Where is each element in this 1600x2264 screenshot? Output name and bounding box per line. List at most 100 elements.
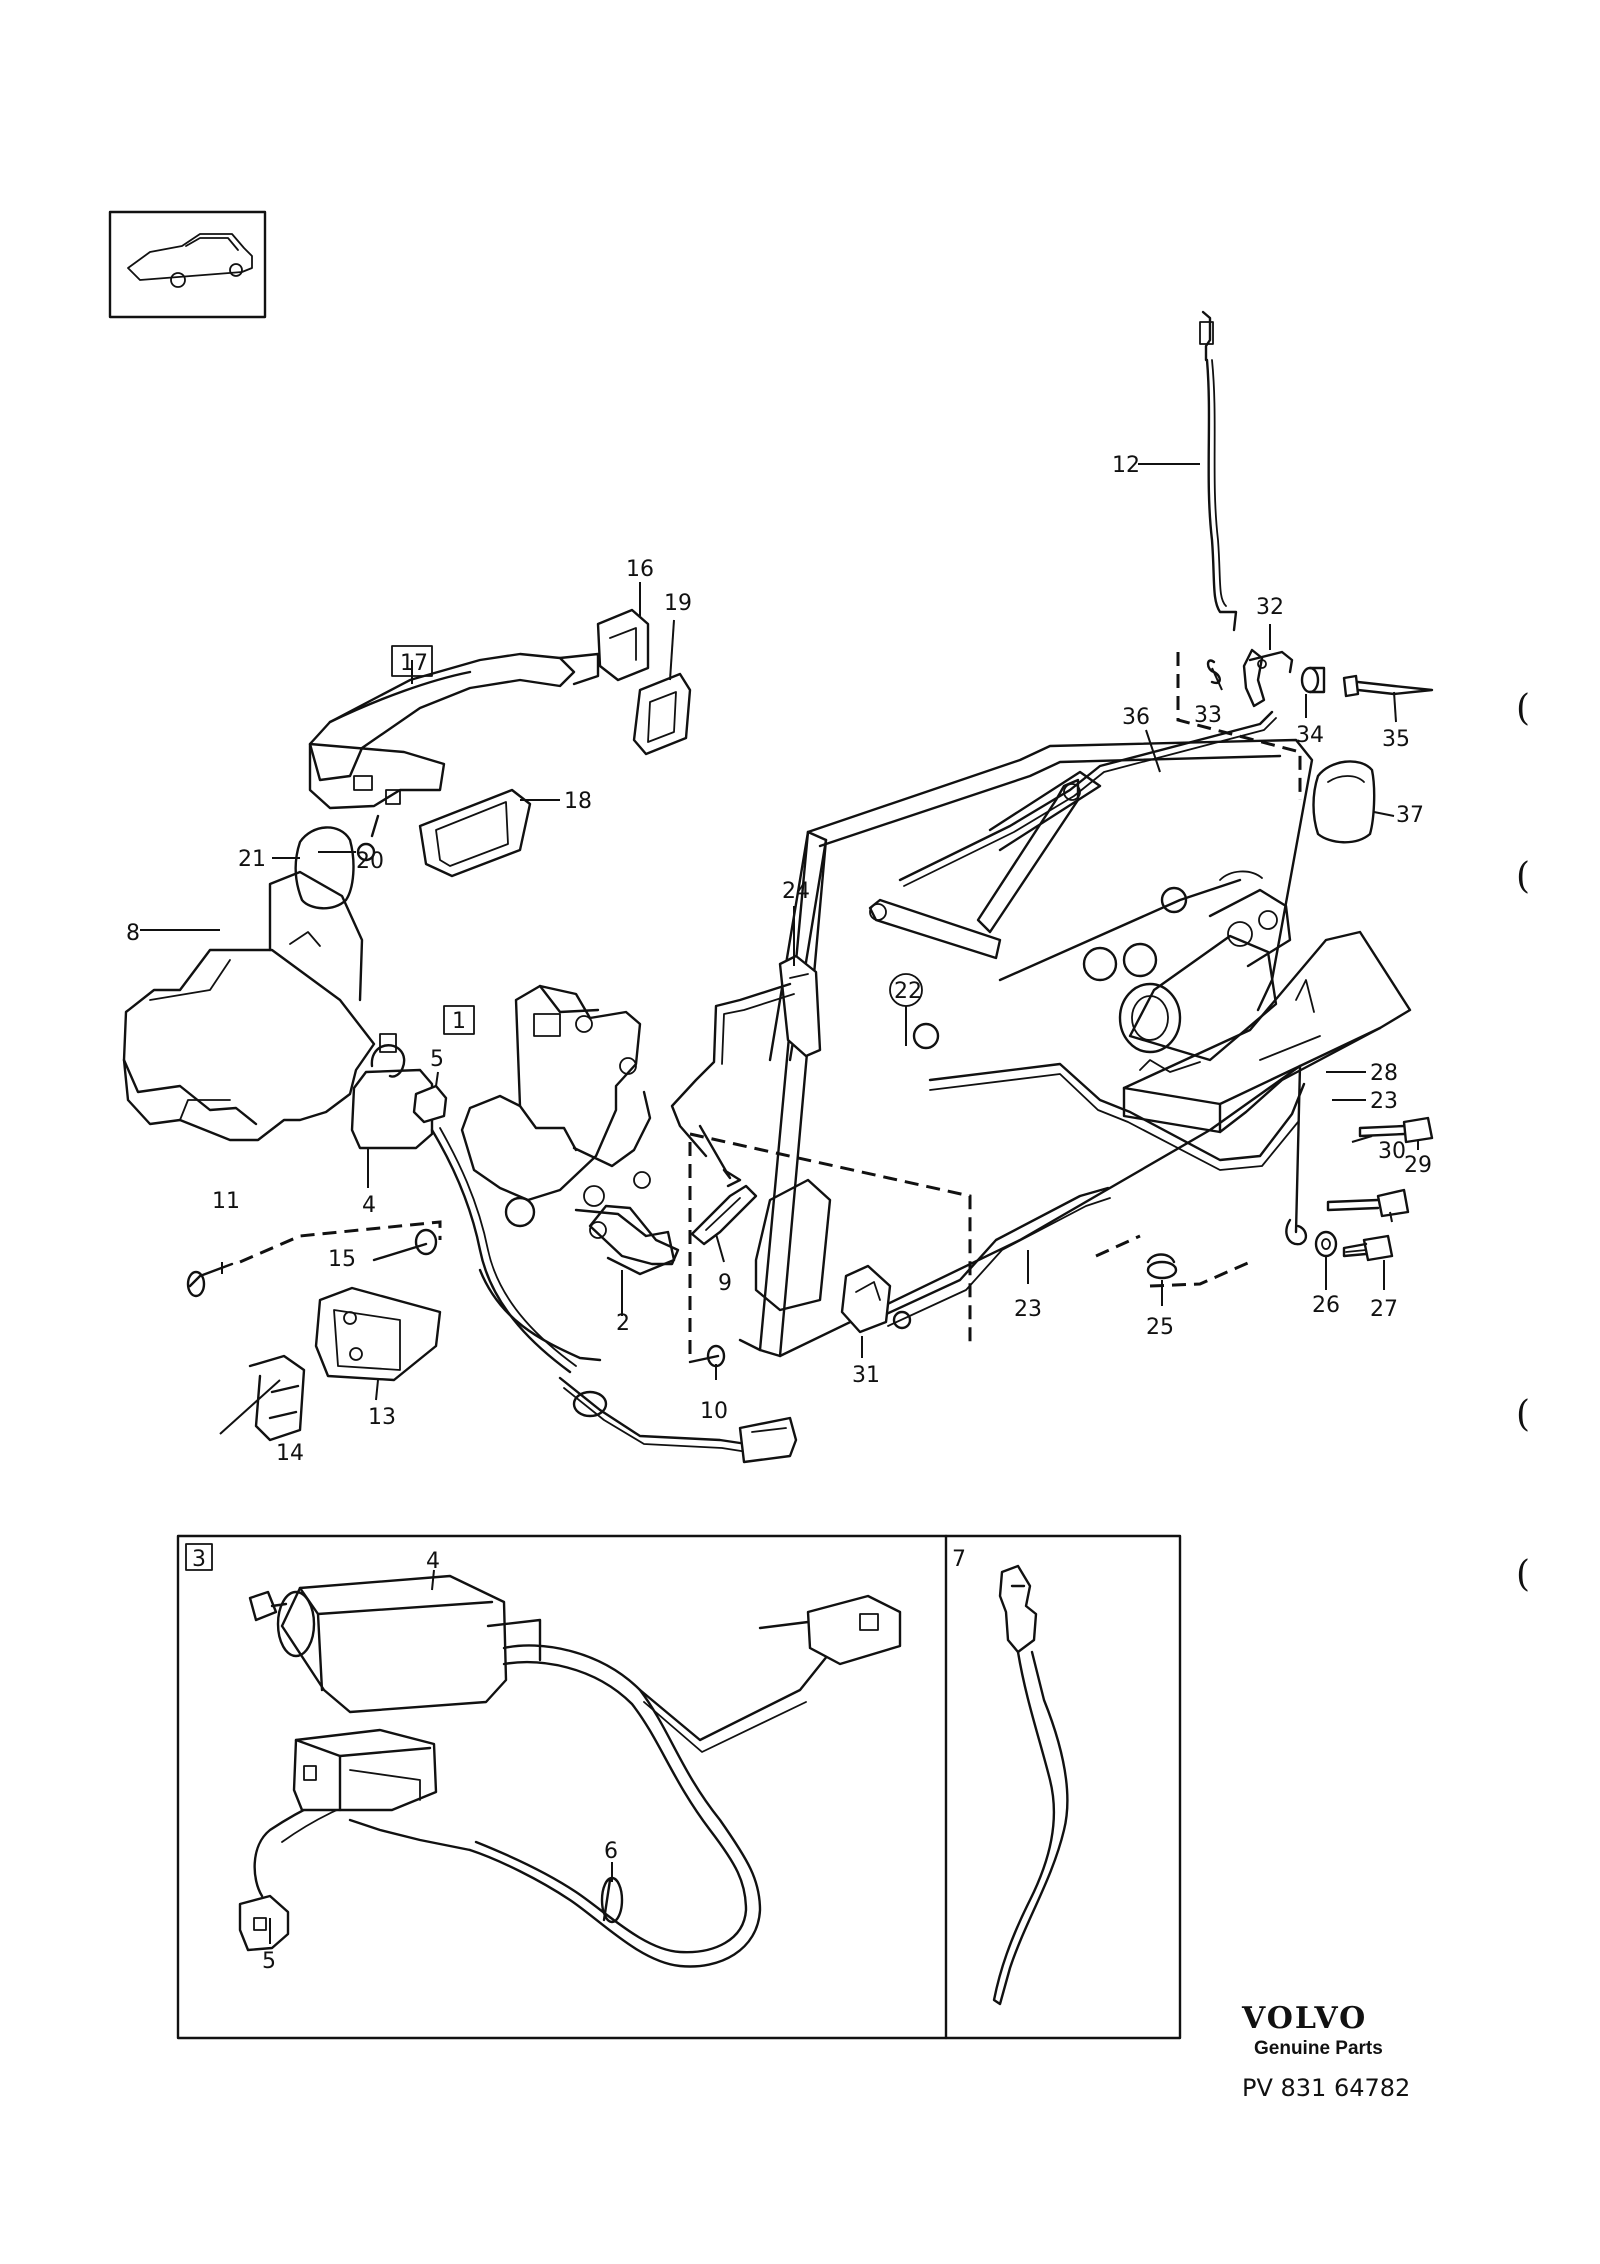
inset-multi-connector bbox=[292, 1728, 438, 1812]
cover-37 bbox=[1312, 760, 1376, 844]
cable-23 bbox=[880, 1062, 1308, 1330]
shield-8 bbox=[122, 870, 376, 1142]
bolt-29 bbox=[1358, 1116, 1434, 1144]
callout-30: 30 bbox=[1378, 1139, 1406, 1164]
callout-11: 11 bbox=[212, 1189, 240, 1214]
callout-36: 36 bbox=[1122, 705, 1150, 730]
callout-25: 25 bbox=[1146, 1315, 1174, 1340]
bracket-16 bbox=[596, 608, 650, 682]
gasket-19 bbox=[632, 672, 692, 756]
volvo-logo: VOLVO bbox=[1241, 2001, 1367, 2036]
group-box-9-10 bbox=[688, 1132, 972, 1354]
vehicle-thumbnail bbox=[108, 210, 267, 319]
callout-8: 8 bbox=[126, 921, 140, 946]
bolt-30 bbox=[1326, 1188, 1410, 1218]
group-box-25 bbox=[1095, 1234, 1251, 1288]
group-box-11-4 bbox=[239, 1220, 442, 1264]
margin-mark: ( bbox=[1516, 1394, 1530, 1435]
margin-mark: ( bbox=[1516, 688, 1530, 729]
leader-lines bbox=[140, 463, 1419, 1944]
gasket-14 bbox=[248, 1354, 306, 1442]
callout-28: 28 bbox=[1370, 1061, 1398, 1086]
callout-3: 3 bbox=[192, 1547, 206, 1572]
clip-25 bbox=[1146, 1253, 1178, 1280]
callout-27: 27 bbox=[1370, 1297, 1398, 1322]
lock-bracket-32 bbox=[1242, 648, 1294, 708]
inset-harness bbox=[253, 1638, 842, 1968]
group-box-32-35 bbox=[1176, 652, 1302, 800]
cap-21 bbox=[294, 826, 355, 910]
screw-10 bbox=[688, 1344, 726, 1368]
callout-13: 13 bbox=[368, 1405, 396, 1430]
callout-33: 33 bbox=[1194, 703, 1222, 728]
callout-14: 14 bbox=[276, 1441, 304, 1466]
bushing-34 bbox=[1300, 666, 1326, 694]
callout-23b: 23 bbox=[1014, 1297, 1042, 1322]
screw-15 bbox=[372, 1228, 438, 1262]
washer-26 bbox=[1314, 1230, 1338, 1258]
brand-tagline: Genuine Parts bbox=[1254, 2038, 1383, 2059]
margin-mark: ( bbox=[1516, 856, 1530, 897]
callout-19: 19 bbox=[664, 591, 692, 616]
callout-17: 17 bbox=[400, 651, 428, 676]
screw-11 bbox=[186, 1262, 234, 1298]
callout-29: 29 bbox=[1404, 1153, 1432, 1178]
wiring-harness-upper bbox=[430, 1127, 798, 1464]
rod-12 bbox=[1199, 310, 1238, 632]
bolt-35 bbox=[1342, 674, 1434, 698]
callout-1: 1 bbox=[452, 1009, 466, 1034]
callout-20: 20 bbox=[356, 849, 384, 874]
inset-actuator-4 bbox=[248, 1574, 542, 1714]
callout-15: 15 bbox=[328, 1247, 356, 1272]
callout-35: 35 bbox=[1382, 727, 1410, 752]
inset-plug-connector bbox=[758, 1594, 902, 1666]
door-handle-17 bbox=[308, 652, 600, 810]
lever-2 bbox=[588, 1204, 680, 1266]
panel-near-9 bbox=[754, 1178, 832, 1312]
callout-5: 5 bbox=[430, 1047, 444, 1072]
callout-26: 26 bbox=[1312, 1293, 1340, 1318]
callout-24: 24 bbox=[782, 879, 810, 904]
linkage-rod bbox=[670, 982, 795, 1188]
callout-10: 10 bbox=[700, 1399, 728, 1424]
screw-20 bbox=[356, 814, 380, 862]
callout-2: 2 bbox=[616, 1311, 630, 1336]
callout-18: 18 bbox=[564, 789, 592, 814]
motor bbox=[1118, 870, 1292, 1062]
callout-numbers: 12 32 33 34 35 36 37 16 19 18 20 21 8 24… bbox=[126, 453, 1432, 1974]
part-number: PV 831 64782 bbox=[1242, 2074, 1410, 2102]
frame-22 bbox=[738, 738, 1314, 1358]
callout-23: 23 bbox=[1370, 1089, 1398, 1114]
callout-22: 22 bbox=[894, 979, 922, 1004]
rail-28 bbox=[1122, 930, 1412, 1134]
scissor-arm bbox=[868, 778, 1081, 960]
actuator-4 bbox=[350, 1033, 434, 1150]
inset-frame bbox=[176, 1534, 1182, 2040]
inset-clip-7 bbox=[992, 1564, 1069, 2006]
bolt-27 bbox=[1342, 1234, 1394, 1262]
callout-32: 32 bbox=[1256, 595, 1284, 620]
callout-7: 7 bbox=[952, 1547, 966, 1572]
plate-13 bbox=[314, 1286, 442, 1382]
callout-21: 21 bbox=[238, 847, 266, 872]
gasket-18 bbox=[418, 788, 532, 878]
callout-5b: 5 bbox=[262, 1949, 276, 1974]
clip-24 bbox=[778, 954, 822, 1058]
callout-4b: 4 bbox=[426, 1549, 440, 1574]
callout-31: 31 bbox=[852, 1363, 880, 1388]
callout-4: 4 bbox=[362, 1193, 376, 1218]
inset-connector-5 bbox=[238, 1894, 290, 1952]
callout-37: 37 bbox=[1396, 803, 1424, 828]
margin-mark: ( bbox=[1516, 1554, 1530, 1595]
callout-6: 6 bbox=[604, 1839, 618, 1864]
callout-12: 12 bbox=[1112, 453, 1140, 478]
lock-body-1 bbox=[460, 984, 676, 1276]
margin-marks: ( ( ( ( bbox=[1516, 688, 1530, 1595]
link-rod-36 bbox=[898, 710, 1277, 887]
clip-9 bbox=[690, 1184, 758, 1246]
callout-16: 16 bbox=[626, 557, 654, 582]
callout-34: 34 bbox=[1296, 723, 1324, 748]
brand-block: VOLVO Genuine Parts PV 831 64782 bbox=[1241, 2001, 1410, 2102]
callout-9: 9 bbox=[718, 1271, 732, 1296]
